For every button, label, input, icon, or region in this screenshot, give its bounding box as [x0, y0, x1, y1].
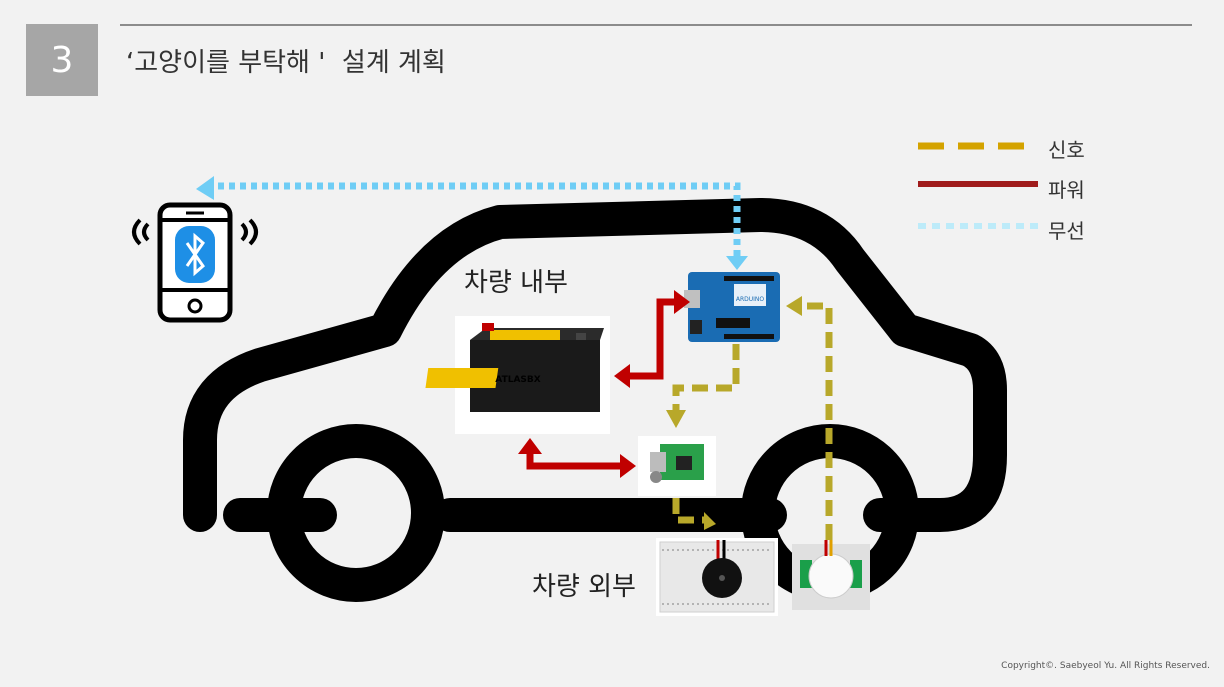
legend-label-wireless: 무선 [1048, 219, 1085, 243]
title-divider [120, 24, 1192, 26]
arduino-logo-text: ARDUINO [736, 296, 765, 303]
battery-brand-text: ATLASBX [495, 375, 540, 385]
signal-links [666, 296, 833, 540]
wireless-arrowhead-phone [196, 176, 214, 200]
car-battery: ATLASBX [425, 316, 610, 434]
front-wheel [267, 424, 445, 602]
slide-title: ‘고양이를 부탁해 ' 설계 계획 [126, 48, 446, 78]
legend-label-power: 파워 [1048, 178, 1085, 202]
bluetooth-icon [175, 226, 215, 283]
breadboard-buzzer [656, 538, 778, 616]
wireless-arrowhead-arduino [726, 256, 748, 270]
slide-number: 3 [50, 39, 74, 81]
power-links [518, 290, 690, 478]
legend-label-signal: 신호 [1048, 138, 1085, 162]
amplifier-module [638, 436, 716, 496]
pir-motion-sensor [792, 540, 870, 610]
slide-number-badge: 3 [26, 24, 98, 96]
arduino-board: ARDUINO [684, 272, 780, 342]
label-vehicle-inside: 차량 내부 [464, 268, 568, 298]
wireless-link [212, 182, 741, 256]
label-vehicle-outside: 차량 외부 [532, 572, 636, 602]
copyright-text: Copyright©. Saebyeol Yu. All Rights Rese… [1001, 661, 1210, 671]
